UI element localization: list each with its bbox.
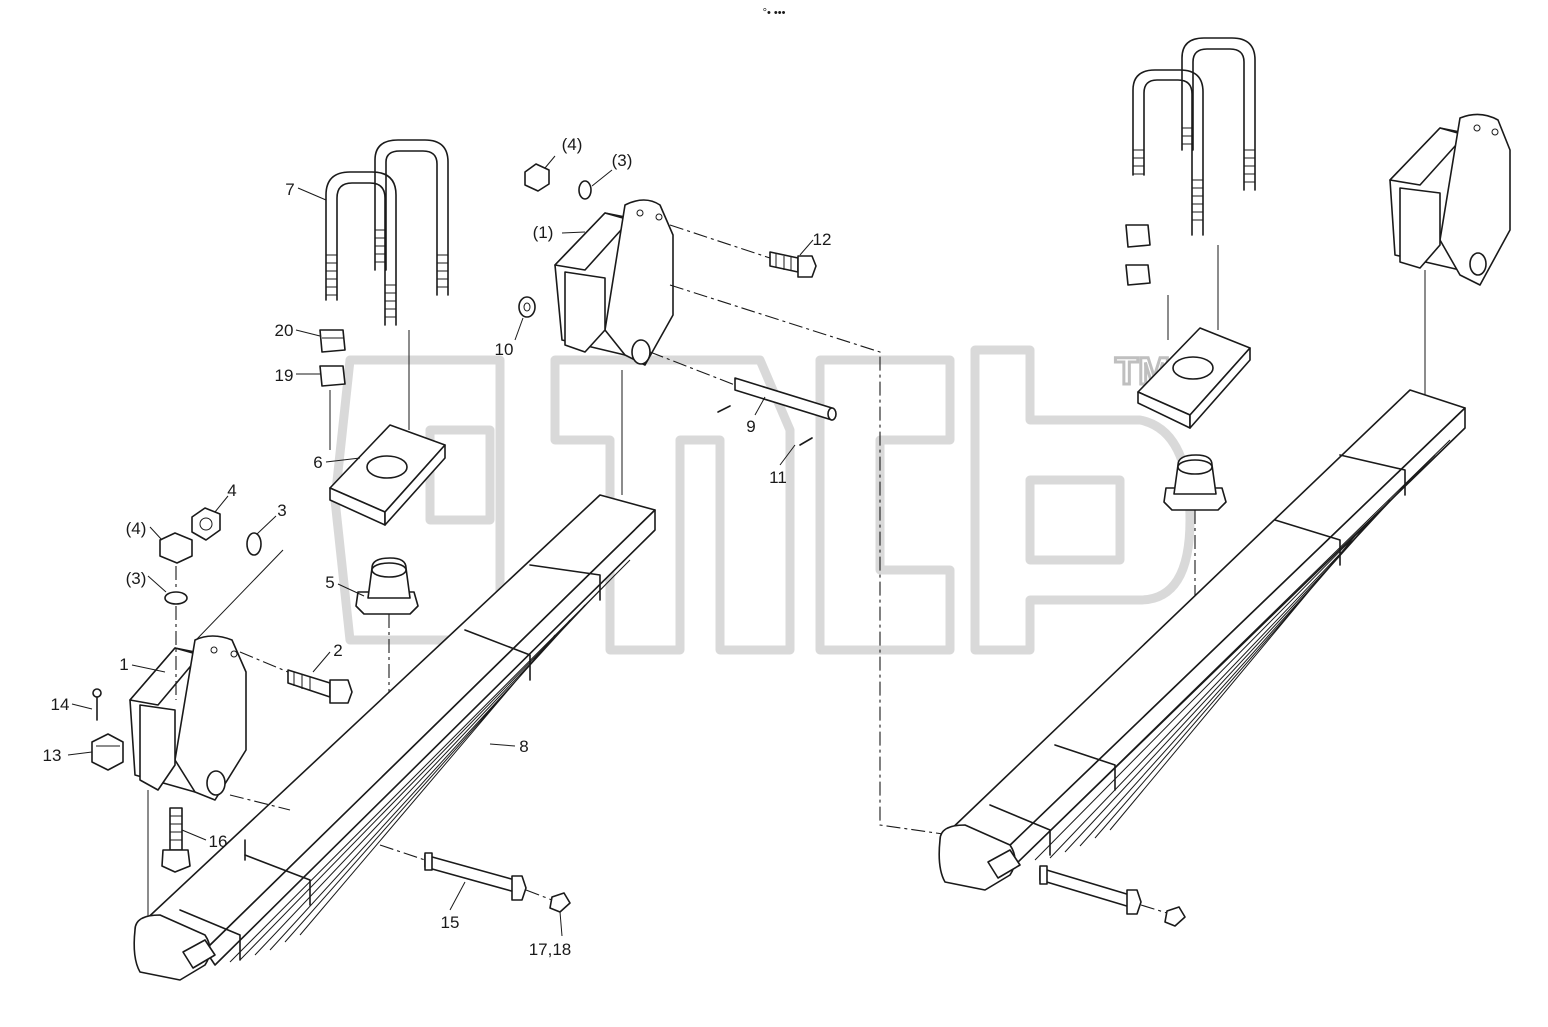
callout-3-top: (3) xyxy=(612,151,633,170)
callout-3-paren: (3) xyxy=(126,569,147,588)
callout-4-paren: (4) xyxy=(126,519,147,538)
callout-9: 9 xyxy=(746,417,755,436)
callout-10: 10 xyxy=(495,340,514,359)
callout-1-top: (1) xyxy=(533,223,554,242)
callout-6: 6 xyxy=(313,453,322,472)
leaf-spring-right xyxy=(938,389,1466,891)
callout-11: 11 xyxy=(769,468,787,487)
callout-1: 1 xyxy=(119,655,128,674)
callout-12: 12 xyxy=(813,230,832,249)
u-bolt-right-front xyxy=(1132,69,1204,236)
spring-plate-right xyxy=(1137,327,1251,429)
callout-4-top: (4) xyxy=(562,135,583,154)
nut-right-lower xyxy=(1125,264,1151,286)
spring-pin-right xyxy=(1039,865,1142,915)
callout-14: 14 xyxy=(51,695,70,714)
callout-5: 5 xyxy=(325,573,334,592)
washer-10 xyxy=(518,296,536,318)
castle-nut-13 xyxy=(91,733,124,771)
top-marker: °• ••• xyxy=(763,7,786,19)
bolt-2 xyxy=(287,669,353,704)
hanger-bracket-center xyxy=(554,199,674,366)
washer-3-alt xyxy=(164,591,188,605)
callout-3: 3 xyxy=(277,501,286,520)
nut-19 xyxy=(319,365,346,387)
washer-3 xyxy=(246,532,262,556)
bump-stop xyxy=(355,557,419,615)
hanger-bracket-right xyxy=(1389,113,1511,286)
nut-right-upper xyxy=(1125,224,1151,248)
watermark-logo: TM xyxy=(330,345,1195,655)
callout-leaders xyxy=(67,155,814,937)
callout-4: 4 xyxy=(227,481,236,500)
callout-16: 16 xyxy=(209,832,228,851)
washer-3-top xyxy=(578,180,592,200)
callout-15: 15 xyxy=(441,913,460,932)
nut-20 xyxy=(319,329,346,353)
spring-pin-15 xyxy=(424,852,527,901)
nut-4-alt xyxy=(159,532,193,564)
hanger-bracket-left xyxy=(129,635,247,801)
spring-plate xyxy=(329,424,446,526)
grease-fitting-right xyxy=(1164,906,1186,927)
u-bolt-front xyxy=(325,171,397,326)
cotter-pin-14 xyxy=(92,688,102,721)
bump-stop-right xyxy=(1163,454,1227,511)
bolt-16 xyxy=(161,807,191,873)
callout-20: 20 xyxy=(275,321,294,340)
u-bolt-rear xyxy=(374,139,449,296)
shackle-pin-9 xyxy=(717,377,837,446)
grease-fitting-17-18 xyxy=(549,892,571,913)
u-bolt-right-rear xyxy=(1181,37,1256,191)
leaf-spring-left xyxy=(133,494,656,981)
bolt-12 xyxy=(769,251,817,278)
callout-17-18: 17,18 xyxy=(529,940,572,959)
callout-2: 2 xyxy=(333,641,342,660)
callout-19: 19 xyxy=(275,366,294,385)
callout-7: 7 xyxy=(285,180,294,199)
callout-8: 8 xyxy=(519,737,528,756)
nut-4 xyxy=(191,507,221,541)
nut-4-top xyxy=(524,163,550,192)
callout-13: 13 xyxy=(43,746,62,765)
